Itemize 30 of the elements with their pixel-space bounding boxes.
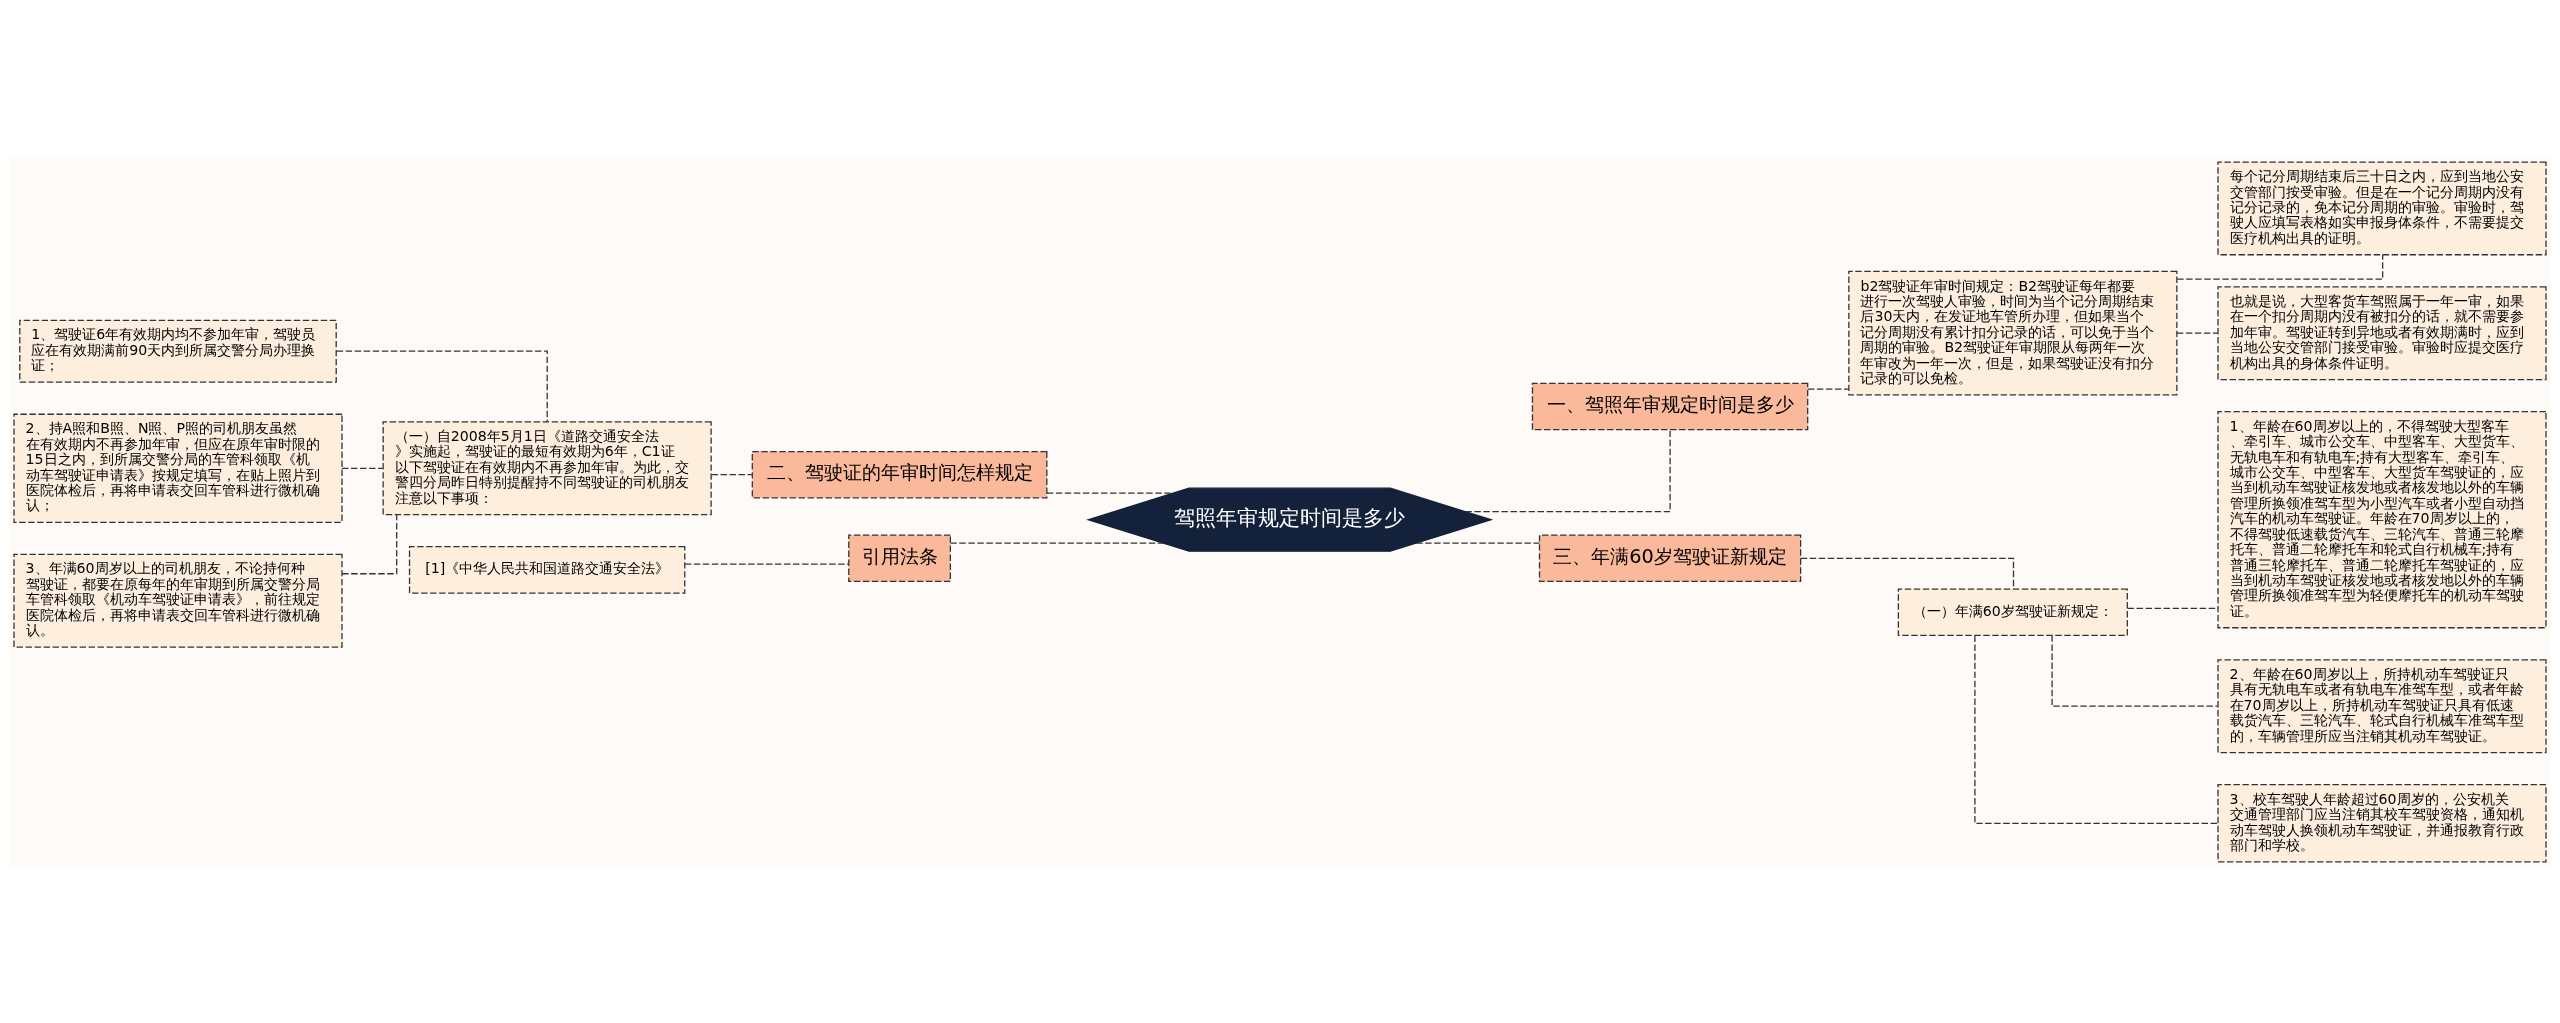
connector bbox=[1464, 428, 1671, 512]
node-box: 1、驾驶证6年有效期内均不参加年审，驾驶员应在有效期满前90天内到所属交警分局办理换证； bbox=[19, 319, 337, 383]
node-box: 也就是说，大型客货车驾照属于一年一审，如果在一个扣分周期内没有被扣分的话，就不需要参加年审。驾驶证转到异地或者有效期满时，应到当地公安交管部门接受审验。审验时应提交医疗机构出具的身体条件证明。 bbox=[2217, 285, 2547, 380]
connector bbox=[341, 467, 384, 469]
node-box: 1、年龄在60周岁以上的，不得驾驶大型客车、牵引车、城市公交车、中型客车、大型货车、无轨电车和有轨电车;持有大型客车、牵引车、城市公交车、中型客车、大型货车驾驶证的，应当到机动车驾驶证核发地或者核发地以外的车辆管理所换领准驾车型为小型汽车或者小型自动挡汽车的机动车驾驶证。年龄在70周岁以上的，不得驾驶低速载货汽车、三轮汽车、普通三轮摩托车、普通二轮摩托车和轮式自行机械车;持有普通三轮摩托车、普通二轮摩托车驾驶证的，应当到机动车驾驶证核发地或者核发地以外的车辆管理所换领准驾车型为轻便摩托车的机动车驾驶证。 bbox=[2217, 410, 2547, 628]
node-box: [1]《中华人民共和国道路交通安全法》 bbox=[408, 545, 686, 594]
connector bbox=[2051, 634, 2219, 707]
connector bbox=[1415, 542, 1541, 544]
connector bbox=[341, 513, 398, 574]
node-box: b2驾驶证年审时间规定：B2驾驶证每年都要进行一次驾驶人审验，时间为当个记分周期结束后30天内，在发证地车管所办理，但如果当个记分周期没有累计扣分记录的话，可以免于当个周期的审验。B2驾驶证年审期限从每两年一次年审改为一年一次，但是，如果驾驶证没有扣分记录的可以免检。 bbox=[1848, 270, 2178, 396]
node-box: 3、校车驾驶人年龄超过60周岁的，公安机关交通管理部门应当注销其校车驾驶资格，通知机动车驾驶人换领机动车驾驶证，并通报教育行政部门和学校。 bbox=[2217, 783, 2547, 862]
node-box: 三、年满60岁驾驶证新规定 bbox=[1538, 534, 1802, 582]
node-box: （一）年满60岁驾驶证新规定： bbox=[1897, 588, 2128, 636]
node-box: 一、驾照年审规定时间是多少 bbox=[1531, 382, 1809, 430]
node-box: 2、年龄在60周岁以上，所持机动车驾驶证只具有无轨电车或者有轨电车准驾车型，或者年龄在70周岁以上，所持机动车驾驶证只具有低速载货汽车、三轮汽车、轮式自行机械车准驾车型的，车辆管理所应当注销其机动车驾驶证。 bbox=[2217, 658, 2547, 753]
node-box: 引用法条 bbox=[848, 534, 952, 582]
node-box: 每个记分周期结束后三十日之内，应到当地公安交管部门按受审验。但是在一个记分周期内没有记分记录的，免本记分周期的审验。审验时，驾驶人应填写表格如实申报身体条件，不需要提交医疗机构出具的证明。 bbox=[2217, 161, 2547, 255]
node-box: （一）自2008年5月1日《道路交通安全法》实施起，驾驶证的最短有效期为6年，C1证以下驾驶证在有效期内不再参加年审。为此，交警四分局昨日特别提醒持不同驾驶证的司机朋友注意以下事项： bbox=[382, 420, 712, 515]
connector bbox=[1974, 634, 2219, 824]
connector bbox=[949, 542, 1164, 544]
connector bbox=[1046, 491, 1175, 494]
connector bbox=[2176, 332, 2219, 334]
connector bbox=[1807, 388, 1850, 390]
connector bbox=[710, 473, 753, 475]
node-box: 2、持A照和B照、N照、P照的司机朋友虽然在有效期内不再参加年审，但应在原年审时限的15日之内，到所属交警分局的车管科领取《机动车驾驶证申请表》按规定填写，在贴上照片到医院体检后，再将申请表交回车管科进行微机确认； bbox=[13, 413, 343, 523]
connector bbox=[684, 562, 850, 565]
connector bbox=[336, 350, 548, 422]
node-box: 3、年满60周岁以上的司机朋友，不论持何种驾驶证，都要在原每年的年审期到所属交警分局车管科领取《机动车驾驶证申请表》，前往规定医院体检后，再将申请表交回车管科进行微机确认。 bbox=[13, 553, 343, 648]
node-box: 二、驾驶证的年审时间怎样规定 bbox=[751, 450, 1048, 498]
connector bbox=[2127, 607, 2219, 609]
